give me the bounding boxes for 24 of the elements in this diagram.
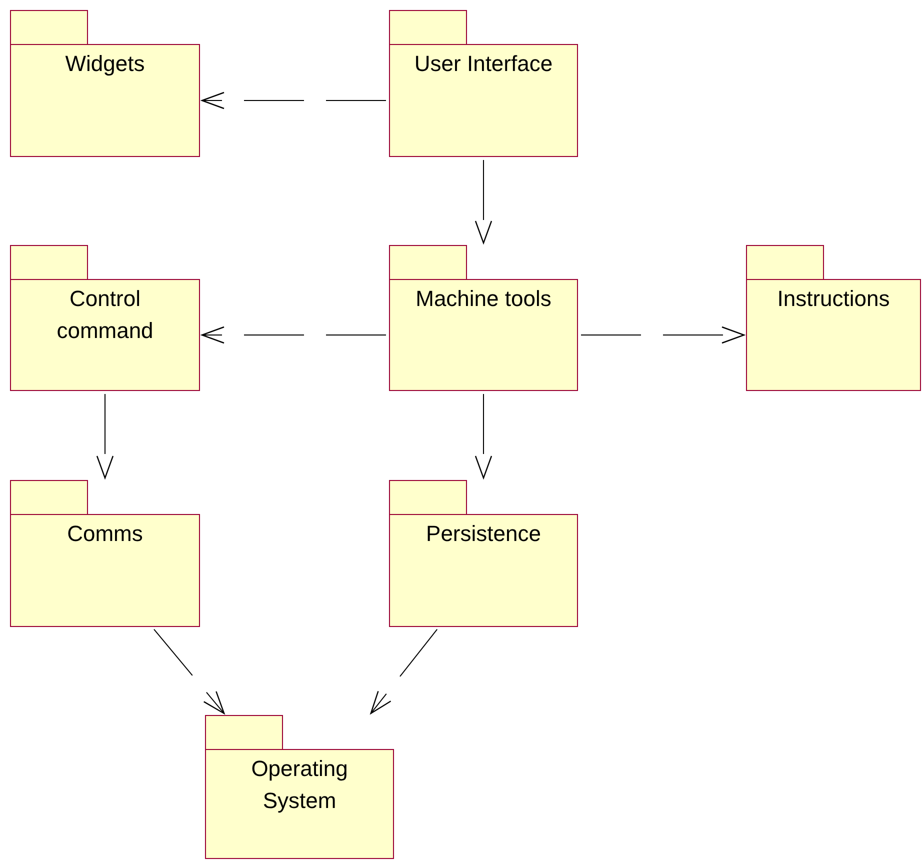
dependency-arrow (474, 160, 492, 244)
package-name: User Interface (413, 50, 554, 78)
dependency-arrow (201, 92, 386, 110)
package-name: Machine tools (414, 285, 552, 313)
package-box (10, 10, 200, 157)
dependency-arrow (580, 326, 745, 344)
package-name: Persistence (425, 520, 542, 548)
package-name: Widgets (64, 50, 146, 78)
package-name: Instructions (776, 285, 891, 313)
package-name: Operating System (250, 755, 349, 815)
package-box (746, 245, 921, 391)
dependency-arrow (474, 394, 492, 479)
package-box (389, 10, 578, 157)
package-box (10, 480, 200, 627)
package-box (205, 715, 394, 859)
package-name: Control command (56, 285, 154, 345)
package-box (10, 245, 200, 391)
dependency-arrow (370, 628, 438, 714)
dependency-arrow (153, 628, 225, 714)
dependency-arrow (201, 326, 386, 344)
package-box (389, 245, 578, 391)
package-box (389, 480, 578, 627)
dependency-arrow (96, 394, 114, 479)
package-name: Comms (66, 520, 144, 548)
